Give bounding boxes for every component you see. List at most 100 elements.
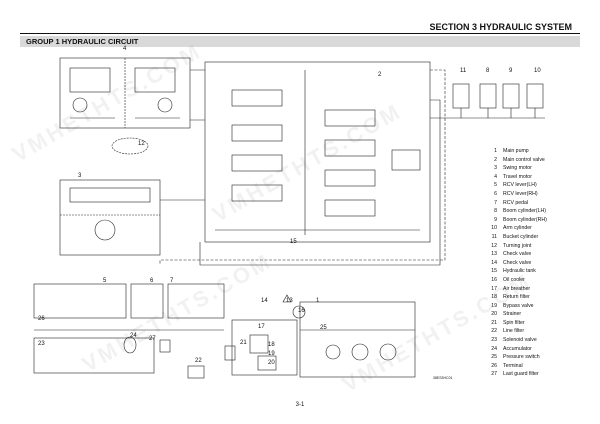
legend-item: 2 Main control valve [483,157,593,166]
mcv-spool [324,199,376,217]
callout-3: 3 [78,173,82,179]
legend-number: 16 [491,276,497,283]
callout-22: 22 [195,358,202,364]
legend-number: 26 [491,362,497,369]
callout-21: 21 [240,340,247,346]
legend-label: Boom cylinder(LH) [503,208,546,215]
mcv-spool [231,184,283,202]
return-filter [249,334,269,354]
legend-label: Main pump [503,148,529,154]
legend-label: Terminal [503,362,523,369]
legend-number: 24 [491,345,497,352]
callout-20: 20 [268,360,275,366]
legend-number: 8 [494,208,497,215]
legend-number: 2 [494,156,497,163]
rcv-lever-rh [130,283,164,319]
mcv-spool [231,124,283,142]
legend-number: 3 [494,165,497,172]
callout-24: 24 [130,333,137,339]
legend-label: Main control valve [503,156,545,163]
legend-number: 9 [494,216,497,223]
legend-label: Check valve [503,251,532,258]
pump-symbol [379,343,397,361]
legend-item: 21 Spin filter [483,320,593,329]
legend-number: 10 [491,225,497,232]
page-number: 3-1 [295,402,305,408]
legend-label: Oil cooler [503,276,525,283]
legend-number: 25 [491,354,497,361]
legend-number: 14 [491,259,497,266]
swing-motor-valve [69,187,151,203]
pump-motor-symbol [325,344,341,360]
legend-label: Air breather [503,285,531,292]
callout-12: 12 [138,141,145,147]
legend-label: Pressure switch [503,354,540,361]
legend-item: 5 RCV lever(LH) [483,182,593,191]
legend-number: 27 [491,371,497,378]
legend-label: RCV lever(RH) [503,190,538,197]
legend-item: 14 Check valve [483,260,593,269]
swing-motor-symbol [94,219,116,241]
callout-19: 19 [268,351,275,357]
line-filter [187,365,205,379]
mcv-spool [231,89,283,107]
check-valve-symbol [282,294,292,303]
callout-8: 8 [486,68,490,74]
callout-10: 10 [534,68,541,74]
last-guard-filter [159,339,171,353]
drawing-code: 38ES3HC01 [433,376,453,380]
legend-number: 19 [491,302,497,309]
callout-23: 23 [38,341,45,347]
legend-number: 20 [491,311,497,318]
travel-motor-right-symbol [157,97,173,113]
travel-motor-left-block [69,67,111,93]
legend-item: 25 Pressure switch [483,354,593,363]
callout-5: 5 [103,278,107,284]
callout-2: 2 [378,72,382,78]
swing-motor-box [59,179,161,256]
legend-item: 3 Swing motor [483,165,593,174]
legend-label: Arm cylinder [503,225,532,232]
mcv-spool [324,169,376,187]
legend-label: Strainer [503,311,522,318]
legend-label: RCV lever(LH) [503,182,537,189]
legend-label: Return filter [503,294,530,301]
legend-number: 23 [491,337,497,344]
legend-label: Spin filter [503,319,525,326]
boom-cylinder-rh [502,83,520,109]
legend-number: 5 [494,182,497,189]
main-pump-box [299,301,416,378]
legend-item: 19 Bypass valve [483,303,593,312]
callout-15: 15 [290,239,297,245]
legend-label: Swing motor [503,165,532,172]
section-title: SECTION 3 HYDRAULIC SYSTEM [429,22,572,32]
page-header: SECTION 3 HYDRAULIC SYSTEM [20,20,580,32]
pilot-line [159,69,446,265]
mcv-spool [324,139,376,157]
legend-label: Travel motor [503,173,532,180]
boom-cylinder-lh [479,83,497,109]
spin-filter [224,345,236,361]
callout-4: 4 [123,46,127,52]
legend-label: Check valve [503,259,532,266]
legend-item: 27 Last guard filter [483,371,593,380]
legend-number: 21 [491,319,497,326]
mcv-relief-valve [391,149,421,171]
legend-number: 7 [494,199,497,206]
callout-27: 27 [149,336,156,342]
callout-14: 14 [261,298,268,304]
legend-number: 17 [491,285,497,292]
group-title: GROUP 1 HYDRAULIC CIRCUIT [26,37,139,46]
legend-label: Last guard filter [503,371,539,378]
legend-label: Bypass valve [503,302,534,309]
callout-7: 7 [170,278,174,284]
